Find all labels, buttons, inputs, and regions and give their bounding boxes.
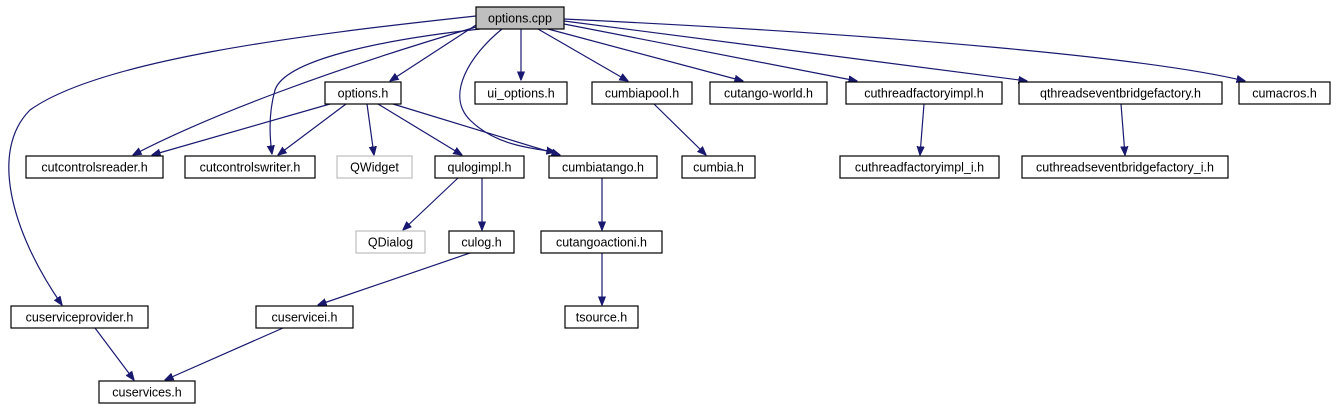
node-label: qthreadseventbridgefactory.h bbox=[1040, 87, 1201, 101]
node-box bbox=[10, 305, 149, 329]
node-label: cuservicei.h bbox=[272, 311, 338, 325]
node-box bbox=[681, 155, 756, 179]
node-options-cpp[interactable]: options.cpp bbox=[475, 6, 565, 30]
node-qthreadseventbridgefactory-h[interactable]: qthreadseventbridgefactory.h bbox=[1018, 81, 1223, 105]
edge-options-cpp-to-cuthreadfactoryimpl-h bbox=[563, 23, 857, 81]
edge-qthreadseventbridgefactory-h-to-cuthreadseventbridgefactory-i-h bbox=[1121, 103, 1125, 155]
node-label: cutango-world.h bbox=[724, 87, 813, 101]
edge-options-h-to-qwidget bbox=[366, 103, 374, 155]
node-box bbox=[324, 81, 402, 105]
node-box bbox=[475, 6, 565, 30]
node-box bbox=[709, 81, 828, 105]
node-options-h[interactable]: options.h bbox=[324, 81, 402, 105]
node-label: cumacros.h bbox=[1252, 87, 1317, 101]
node-box bbox=[1018, 81, 1223, 105]
node-box bbox=[355, 230, 426, 254]
node-label: QDialog bbox=[368, 236, 413, 250]
edge-options-cpp-to-cumacros-h bbox=[563, 18, 1245, 81]
edge-options-cpp-to-cutcontrolswriter-h bbox=[270, 28, 481, 154]
node-cutcontrolswriter-h[interactable]: cutcontrolswriter.h bbox=[184, 155, 316, 179]
node-box bbox=[474, 81, 568, 105]
node-label: qulogimpl.h bbox=[448, 161, 512, 175]
node-qdialog[interactable]: QDialog bbox=[355, 230, 426, 254]
node-label: cuthreadfactoryimpl.h bbox=[864, 87, 984, 101]
node-cutango-world-h[interactable]: cutango-world.h bbox=[709, 81, 828, 105]
edge-options-cpp-to-cumbiatango-h bbox=[459, 28, 555, 152]
node-qwidget[interactable]: QWidget bbox=[336, 155, 413, 179]
node-box bbox=[548, 155, 658, 179]
node-label: options.h bbox=[338, 87, 389, 101]
node-label: options.cpp bbox=[488, 12, 552, 26]
edge-options-h-to-qulogimpl-h bbox=[377, 103, 462, 155]
node-cuservices-h[interactable]: cuservices.h bbox=[98, 380, 196, 404]
edge-options-cpp-to-options-h bbox=[390, 24, 477, 81]
node-cutcontrolsreader-h[interactable]: cutcontrolsreader.h bbox=[25, 155, 164, 179]
node-box bbox=[1021, 155, 1229, 179]
edge-cuthreadfactoryimpl-h-to-cuthreadfactoryimpl-i-h bbox=[920, 103, 924, 155]
node-box bbox=[25, 155, 164, 179]
node-label: culog.h bbox=[461, 236, 501, 250]
node-label: cuserviceprovider.h bbox=[26, 311, 134, 325]
node-box bbox=[434, 155, 525, 179]
node-box bbox=[1238, 81, 1331, 105]
edge-cuservicei-h-to-cuservices-h bbox=[165, 327, 284, 380]
node-cumbia-h[interactable]: cumbia.h bbox=[681, 155, 756, 179]
node-label: cutangoactioni.h bbox=[556, 236, 647, 250]
node-cutangoactioni-h[interactable]: cutangoactioni.h bbox=[540, 230, 663, 254]
node-qulogimpl-h[interactable]: qulogimpl.h bbox=[434, 155, 525, 179]
node-box bbox=[839, 155, 1000, 179]
node-label: cumbiatango.h bbox=[562, 161, 644, 175]
edge-qulogimpl-h-to-qdialog bbox=[403, 177, 459, 230]
edge-options-cpp-to-qthreadseventbridgefactory-h bbox=[563, 20, 1027, 81]
node-ui-options-h[interactable]: ui_options.h bbox=[474, 81, 568, 105]
node-box bbox=[255, 305, 354, 329]
edge-options-h-to-cumbiatango-h bbox=[392, 103, 560, 155]
edge-culog-h-to-cuservicei-h bbox=[318, 252, 471, 305]
node-tsource-h[interactable]: tsource.h bbox=[564, 305, 639, 329]
node-box bbox=[184, 155, 316, 179]
node-label: QWidget bbox=[350, 161, 399, 175]
edge-options-cpp-to-cutcontrolsreader-h bbox=[133, 26, 477, 155]
node-label: cutcontrolsreader.h bbox=[41, 161, 147, 175]
node-cumacros-h[interactable]: cumacros.h bbox=[1238, 81, 1331, 105]
node-label: cuthreadfactoryimpl_i.h bbox=[855, 161, 984, 175]
node-cuthreadfactoryimpl-h[interactable]: cuthreadfactoryimpl.h bbox=[845, 81, 1003, 105]
edges-layer bbox=[8, 15, 1245, 380]
node-label: cutcontrolswriter.h bbox=[200, 161, 301, 175]
edge-options-cpp-to-cutango-world-h bbox=[547, 28, 743, 81]
node-cuservicei-h[interactable]: cuservicei.h bbox=[255, 305, 354, 329]
node-culog-h[interactable]: culog.h bbox=[448, 230, 515, 254]
nodes-layer: options.cpp options.h ui_options.h cumbiapo… bbox=[10, 6, 1331, 404]
edge-options-cpp-to-cuserviceprovider-h bbox=[8, 15, 477, 305]
node-box bbox=[845, 81, 1003, 105]
node-label: tsource.h bbox=[576, 311, 627, 325]
node-cumbiatango-h[interactable]: cumbiatango.h bbox=[548, 155, 658, 179]
node-box bbox=[564, 305, 639, 329]
node-label: cumbia.h bbox=[693, 161, 744, 175]
edge-options-h-to-cutcontrolsreader-h bbox=[152, 103, 331, 155]
node-box bbox=[540, 230, 663, 254]
node-label: cumbiapool.h bbox=[605, 87, 679, 101]
edge-options-cpp-to-cumbiapool-h bbox=[537, 28, 628, 81]
node-label: cuservices.h bbox=[112, 386, 182, 400]
node-box bbox=[336, 155, 413, 179]
node-label: cuthreadseventbridgefactory_i.h bbox=[1036, 161, 1214, 175]
node-box bbox=[591, 81, 693, 105]
edge-cuserviceprovider-h-to-cuservices-h bbox=[94, 327, 134, 380]
node-box bbox=[98, 380, 196, 404]
node-cuthreadseventbridgefactory-i-h[interactable]: cuthreadseventbridgefactory_i.h bbox=[1021, 155, 1229, 179]
edge-options-h-to-cutcontrolswriter-h bbox=[278, 103, 347, 155]
node-cumbiapool-h[interactable]: cumbiapool.h bbox=[591, 81, 693, 105]
edge-cumbiapool-h-to-cumbia-h bbox=[653, 103, 706, 155]
node-label: ui_options.h bbox=[487, 87, 554, 101]
node-cuserviceprovider-h[interactable]: cuserviceprovider.h bbox=[10, 305, 149, 329]
node-box bbox=[448, 230, 515, 254]
node-cuthreadfactoryimpl-i-h[interactable]: cuthreadfactoryimpl_i.h bbox=[839, 155, 1000, 179]
